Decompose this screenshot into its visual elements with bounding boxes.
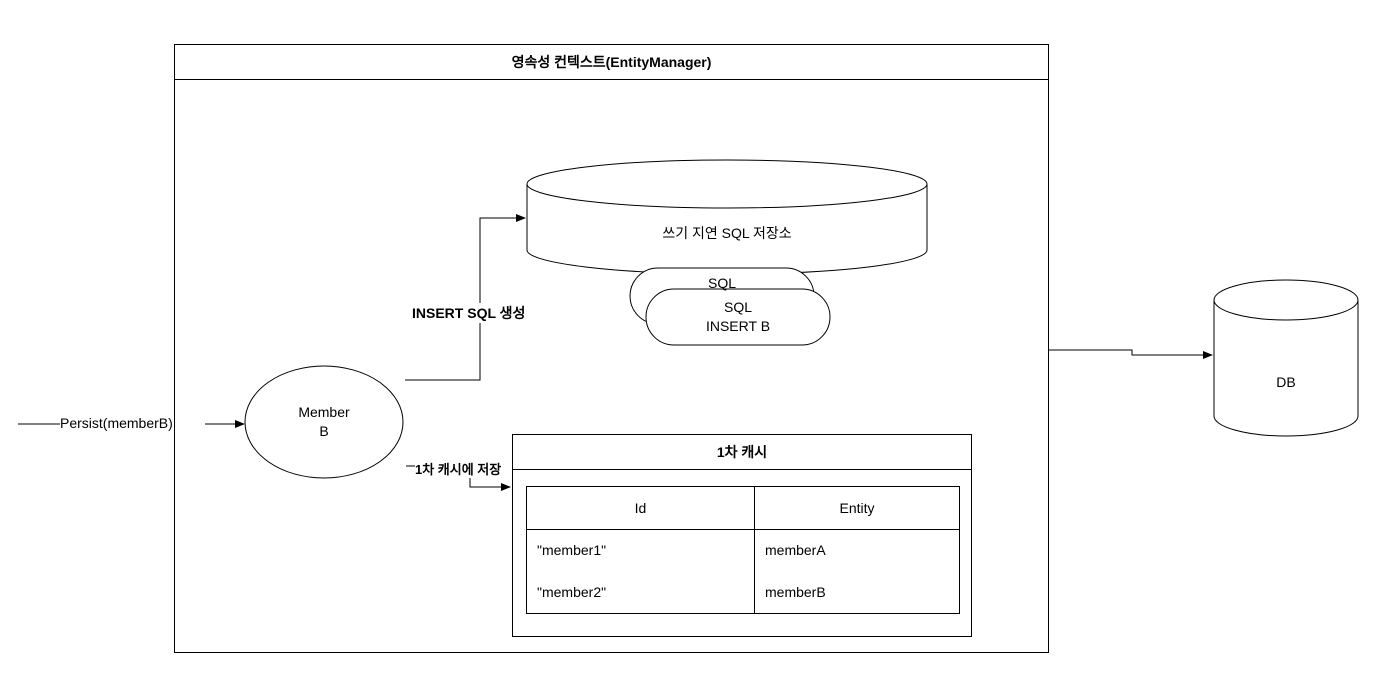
persistence-context-box [174, 44, 1049, 653]
first-level-cache-table: Id Entity "member1" memberA "member2" me… [526, 486, 960, 614]
cell-id: "member2" [526, 571, 755, 614]
persist-label: Persist(memberB) [60, 415, 173, 431]
member-b-line1: Member [298, 404, 350, 420]
sql-front-line2: INSERT B [705, 318, 771, 334]
db-cylinder [1213, 279, 1359, 437]
column-header-entity: Entity [754, 486, 960, 530]
sql-front-box [645, 288, 831, 346]
table-header-row: Id Entity [526, 486, 960, 530]
cell-entity: memberB [765, 584, 826, 600]
member-b-line2: B [319, 423, 329, 439]
persistence-context-title: 영속성 컨텍스트(EntityManager) [174, 44, 1049, 80]
cell-id: "member1" [526, 529, 755, 571]
save-cache-label: 1차 캐시에 저장 [415, 459, 502, 478]
flush-arrow [1049, 349, 1213, 359]
table-row: "member2" memberB [526, 571, 960, 614]
first-level-cache-box [512, 434, 972, 637]
column-header-id: Id [526, 486, 755, 530]
insert-sql-label: INSERT SQL 생성 [412, 303, 526, 323]
write-delay-store-label: 쓰기 지연 SQL 저장소 [662, 225, 792, 241]
db-label: DB [1276, 374, 1296, 390]
cell-entity: memberA [765, 542, 826, 558]
write-delay-store-cylinder [526, 159, 928, 275]
first-level-cache-title: 1차 캐시 [512, 434, 972, 470]
member-b-label: Member B [245, 366, 403, 478]
member-b-ellipse [244, 365, 404, 479]
table-row: "member1" memberA [526, 529, 960, 571]
insert-sql-arrow [405, 214, 526, 381]
sql-front-line1: SQL [723, 299, 752, 315]
sql-front-label: SQL INSERT B [646, 289, 830, 345]
sql-back-label: SQL [707, 275, 736, 291]
